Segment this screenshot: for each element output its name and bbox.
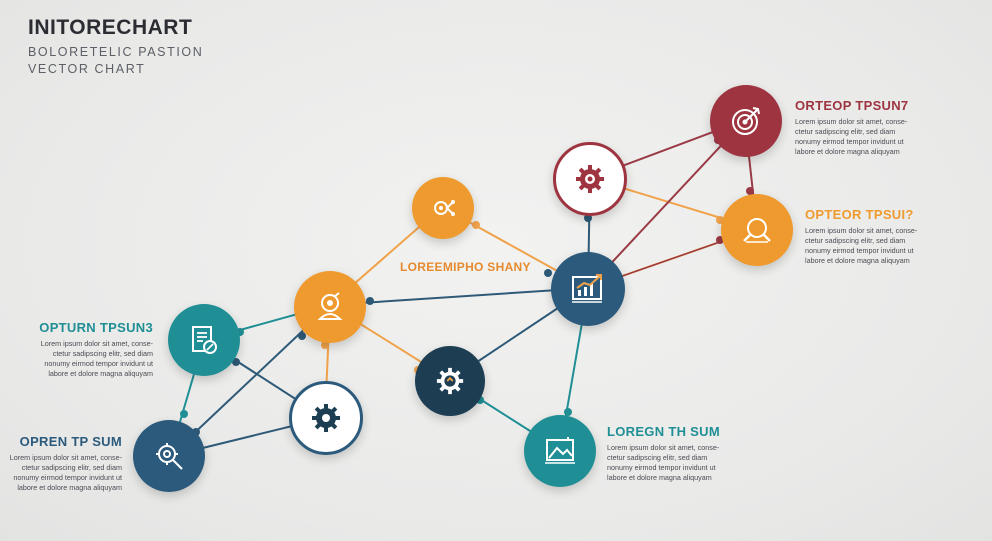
- label-line: nonumy eirmod tempor invidunt ut: [607, 463, 716, 472]
- label-mid-right: OPTEOR TPSUI? Lorem ipsum dolor sit amet…: [805, 207, 985, 266]
- junction-dot: [746, 187, 754, 195]
- label-line: ctetur sadipscing elitr, sed diam: [21, 463, 122, 472]
- label-body: Lorem ipsum dolor sit amet, conse- ctetu…: [8, 453, 122, 493]
- label-heading: OPREN TP SUM: [19, 434, 122, 449]
- label-line: ctetur sadipscing elitr, sed diam: [607, 453, 708, 462]
- label-line: nonumy eirmod tempor invidunt ut: [805, 246, 914, 255]
- label-left-mid: OPTURN TPSUN3 Lorem ipsum dolor sit amet…: [20, 320, 153, 379]
- gear-icon: [576, 165, 604, 193]
- label-line: ctetur sadipscing elitr, sed diam: [795, 127, 896, 136]
- chart-subtitle-1: BOLORETELIC PASTION: [28, 45, 204, 59]
- target-node: [710, 85, 782, 157]
- gear-search-node: [133, 420, 205, 492]
- gear-icon: [436, 367, 464, 395]
- label-line: labore et dolore magna aliquyam: [607, 473, 712, 482]
- junction-dot: [584, 214, 592, 222]
- label-line: Lorem ipsum dolor sit amet, conse-: [795, 117, 908, 126]
- label-heading: OPTEOR TPSUI?: [805, 207, 914, 222]
- gear-search-icon: [156, 443, 183, 470]
- label-line: labore et dolore magna aliquyam: [48, 369, 153, 378]
- gear-node-top: [553, 142, 627, 216]
- label-line: nonumy eirmod tempor invidunt ut: [13, 473, 122, 482]
- junction-dot: [544, 269, 552, 277]
- junction-dot: [366, 297, 374, 305]
- image-node: [524, 415, 596, 487]
- junction-dot: [564, 408, 572, 416]
- label-body: Lorem ipsum dolor sit amet, conse- ctetu…: [795, 117, 975, 157]
- label-line: Lorem ipsum dolor sit amet, conse-: [607, 443, 720, 452]
- target-icon: [732, 107, 760, 135]
- label-top-right: ORTEOP TPSUN7 Lorem ipsum dolor sit amet…: [795, 98, 975, 157]
- label-line: labore et dolore magna aliquyam: [805, 256, 910, 265]
- junction-dot: [180, 410, 188, 418]
- person-icon: [317, 292, 343, 320]
- gear-node-bottom: [289, 381, 363, 455]
- label-heading: LOREGN TH SUM: [607, 424, 720, 439]
- label-line: ctetur sadipscing elitr, sed diam: [52, 349, 153, 358]
- link-line: [587, 119, 746, 289]
- link-node: [412, 177, 474, 239]
- person-node: [294, 271, 366, 343]
- chart-node: [551, 252, 625, 326]
- label-line: Lorem ipsum dolor sit amet, conse-: [40, 339, 153, 348]
- link-icon: [434, 200, 455, 216]
- junction-dot: [298, 332, 306, 340]
- label-body: Lorem ipsum dolor sit amet, conse- ctetu…: [607, 443, 787, 483]
- label-body: Lorem ipsum dolor sit amet, conse- ctetu…: [20, 339, 153, 379]
- title-block: INITORECHART BOLORETELIC PASTION VECTOR …: [28, 16, 203, 78]
- label-line: Lorem ipsum dolor sit amet, conse-: [9, 453, 122, 462]
- label-heading: OPTURN TPSUN3: [39, 320, 153, 335]
- chart-icon: [572, 274, 602, 303]
- label-heading: ORTEOP TPSUN7: [795, 98, 909, 113]
- junction-dot: [472, 221, 480, 229]
- label-body: Lorem ipsum dolor sit amet, conse- ctetu…: [805, 226, 985, 266]
- label-line: ctetur sadipscing elitr, sed diam: [805, 236, 906, 245]
- label-left-bottom: OPREN TP SUM Lorem ipsum dolor sit amet,…: [8, 434, 122, 493]
- gear-icon: [312, 404, 340, 432]
- label-line: nonumy eirmod tempor invidunt ut: [44, 359, 153, 368]
- label-bottom-right: LOREGN TH SUM Lorem ipsum dolor sit amet…: [607, 424, 787, 483]
- junction-dot: [321, 341, 329, 349]
- magnifier-icon: [743, 218, 771, 243]
- junction-dot: [232, 358, 240, 366]
- chart-title: INITORECHART: [28, 16, 193, 39]
- gear-node-dark: [415, 346, 485, 416]
- chart-subtitle-2: VECTOR CHART: [28, 62, 146, 76]
- image-icon: [545, 437, 575, 464]
- label-line: labore et dolore magna aliquyam: [795, 147, 900, 156]
- search-node: [721, 194, 793, 266]
- label-line: labore et dolore magna aliquyam: [17, 483, 122, 492]
- document-icon: [192, 326, 217, 354]
- center-label: LOREEMIPHO SHANY: [400, 260, 531, 274]
- document-node: [168, 304, 240, 376]
- label-line: Lorem ipsum dolor sit amet, conse-: [805, 226, 918, 235]
- label-line: nonumy eirmod tempor invidunt ut: [795, 137, 904, 146]
